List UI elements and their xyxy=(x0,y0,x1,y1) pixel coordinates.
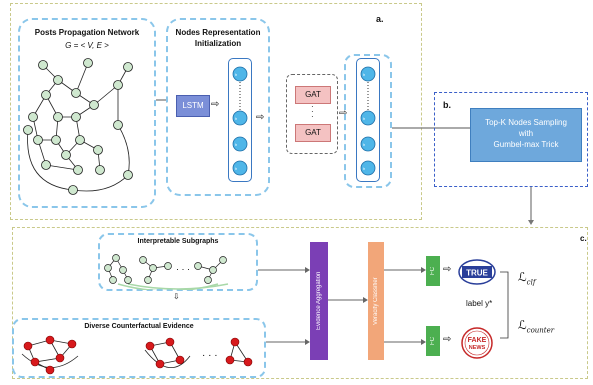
veracity-classifier-label: Veracity Classifier xyxy=(373,277,379,325)
arrow-sub-to-counter: ⇩ xyxy=(173,292,180,301)
subgraphs-graph: · · · xyxy=(104,254,229,290)
fake-stamp-line1: FAKE xyxy=(468,337,487,344)
gat-bottom: GAT xyxy=(295,124,331,142)
sampling-line3: Gumbel-max Trick xyxy=(493,140,559,149)
panel-c-tag: c. xyxy=(580,234,587,243)
arrow-fc-top-to-true: ⇨ xyxy=(443,264,452,275)
arrow-agg-to-classifier xyxy=(328,297,368,303)
network-formula: G = < V, E > xyxy=(65,41,109,50)
arrow-classifier-to-fc-top xyxy=(384,267,426,273)
initialization-box xyxy=(166,18,270,196)
gat-dots: ··· xyxy=(311,102,314,121)
panel-b-tag: b. xyxy=(443,100,451,110)
panel-b xyxy=(434,92,588,187)
hidden-stack-1-nodes: h h h h xyxy=(232,66,248,176)
arrow-fc-bottom-to-fake: ⇨ xyxy=(443,334,452,345)
fc-top-label: FC xyxy=(430,267,436,275)
panel-a xyxy=(10,3,422,220)
veracity-classifier-block xyxy=(368,242,384,360)
arrow-lstm-to-stack: ⇨ xyxy=(211,99,220,110)
hidden-stack-2 xyxy=(356,58,380,182)
label-y-star: label y* xyxy=(466,299,493,308)
init-title-line1: Nodes Representation xyxy=(175,28,261,37)
propagation-network-graph xyxy=(23,58,133,195)
counterfactual-box xyxy=(12,318,266,378)
loss-clf-sub: clf xyxy=(526,278,536,287)
sampling-line2: with xyxy=(518,129,534,138)
svg-text:h: h xyxy=(235,116,237,121)
subgraphs-box xyxy=(98,233,258,291)
svg-text:h: h xyxy=(363,116,365,121)
svg-text:h: h xyxy=(363,142,365,147)
loss-counter: ℒcounter xyxy=(518,318,554,334)
svg-text:h: h xyxy=(235,166,237,171)
network-box xyxy=(18,18,156,208)
lstm-block: LSTM xyxy=(176,95,210,117)
hidden-stack-2-nodes: h h h h xyxy=(360,66,376,176)
arrow-stack-to-gat: ⇨ xyxy=(256,112,265,123)
panel-a-tag: a. xyxy=(376,14,384,24)
true-stamp-text: TRUE xyxy=(466,269,488,278)
init-title-line2: Initialization xyxy=(194,39,242,48)
svg-text:· · ·: · · · xyxy=(202,350,218,361)
loss-bracket xyxy=(500,271,509,339)
sampling-block xyxy=(470,108,582,162)
arrow-counter-to-agg xyxy=(266,339,310,345)
true-stamp: TRUE xyxy=(458,259,496,285)
fc-bottom-label: FC xyxy=(430,337,436,345)
gat-box xyxy=(286,74,338,154)
fc-bottom xyxy=(426,326,440,356)
counterfactual-graphs: · · · xyxy=(21,335,253,375)
fake-news-stamp: FAKE NEWS xyxy=(461,327,493,359)
stack2-outline xyxy=(344,54,392,188)
loss-clf-symbol: ℒ xyxy=(518,270,527,284)
panel-c xyxy=(12,227,588,379)
hidden-stack-1 xyxy=(228,58,252,182)
arrow-gat-to-stack2: ⇨ xyxy=(339,108,348,119)
svg-text:· · ·: · · · xyxy=(176,264,190,274)
loss-clf: ℒclf xyxy=(518,270,535,286)
svg-text:h: h xyxy=(235,142,237,147)
loss-counter-symbol: ℒ xyxy=(518,318,527,332)
arrow-classifier-to-fc-bottom xyxy=(384,339,426,345)
gat-top: GAT xyxy=(295,86,331,104)
svg-text:h: h xyxy=(235,72,237,77)
svg-text:h: h xyxy=(363,166,365,171)
loss-counter-sub: counter xyxy=(526,326,555,335)
fc-top xyxy=(426,256,440,286)
arrow-b-to-c xyxy=(528,187,534,225)
evidence-aggregation-label: Evidence Aggregation xyxy=(316,271,322,331)
svg-text:h: h xyxy=(363,72,365,77)
sampling-line1: Top-K Nodes Sampling xyxy=(485,118,567,127)
counterfactual-title: Diverse Counterfactual Evidence xyxy=(84,323,194,330)
network-title: Posts Propagation Network xyxy=(34,28,140,37)
fake-stamp-line2: NEWS xyxy=(469,345,486,351)
subgraphs-title: Interpretable Subgraphs xyxy=(137,238,219,245)
evidence-aggregation-block xyxy=(310,242,328,360)
arrow-sub-to-agg xyxy=(258,267,310,273)
